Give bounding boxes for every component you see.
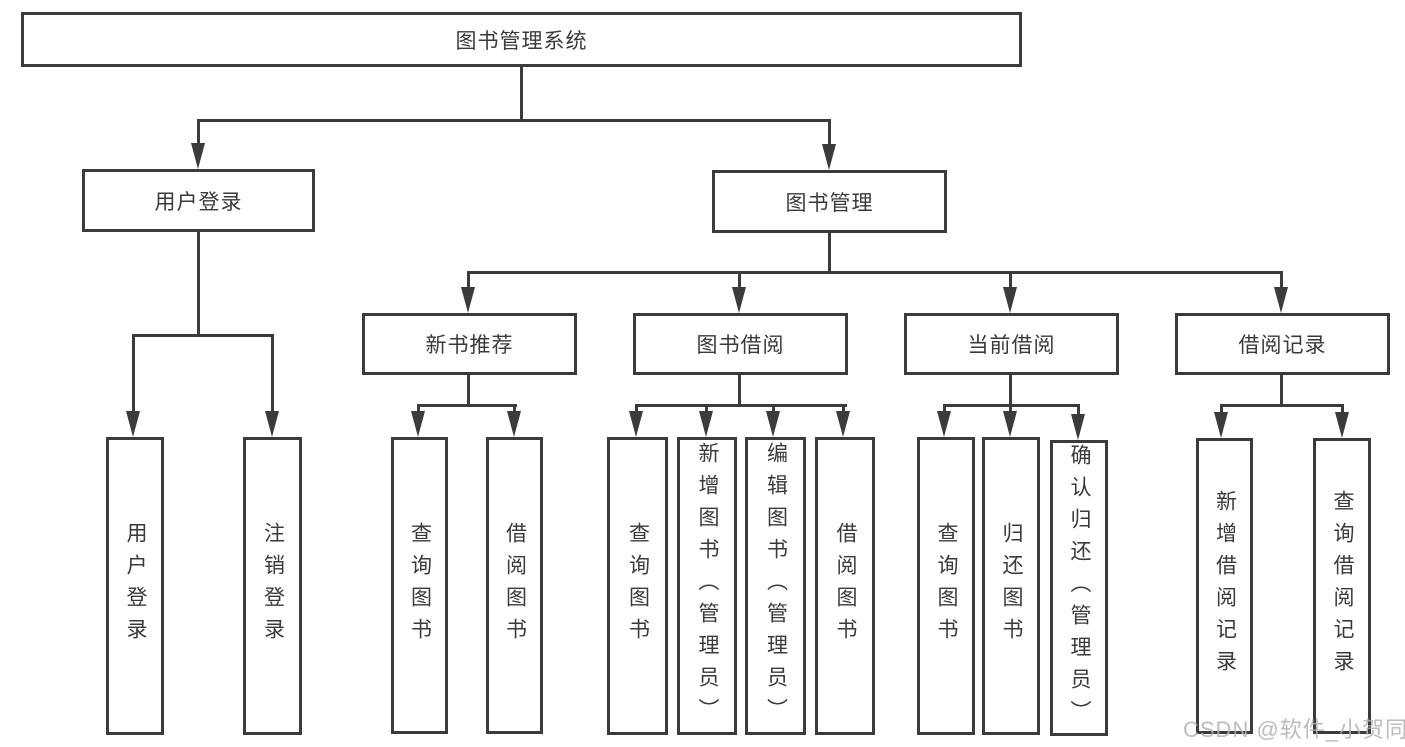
leaf-borrow-books-recommend-label: 借阅图书: [503, 521, 527, 650]
connector-line: [1341, 404, 1344, 414]
connector-line: [513, 404, 516, 413]
connector-line: [467, 271, 470, 289]
node-current-borrowing: 当前借阅: [904, 313, 1119, 375]
node-user-login: 用户登录: [82, 169, 315, 232]
leaf-edit-books-admin: 编辑图书（管理员）: [745, 437, 806, 735]
connector-line: [828, 233, 831, 273]
leaf-return-books: 归还图书: [982, 437, 1040, 735]
connector-line: [772, 404, 775, 413]
connector-line: [828, 119, 831, 148]
arrowhead-down-icon: [411, 411, 425, 437]
connector-line: [1009, 375, 1012, 406]
connector-line: [842, 404, 845, 413]
leaf-query-books-recommend: 查询图书: [391, 437, 448, 734]
leaf-return-books-label: 归还图书: [1000, 522, 1024, 650]
leaf-user-login-label: 用户登录: [124, 522, 148, 650]
connector-line: [1009, 271, 1012, 289]
connector-line: [1009, 404, 1012, 413]
connector-line: [1220, 404, 1223, 414]
leaf-add-borrow-record: 新增借阅记录: [1196, 438, 1253, 734]
leaf-add-books-admin-label: 新增图书（管理员）: [696, 442, 720, 730]
leaf-confirm-return-admin-label: 确认归还（管理员）: [1068, 444, 1092, 732]
leaf-logout-label: 注销登录: [261, 522, 285, 650]
leaf-query-books-borrowing-label: 查询图书: [626, 522, 650, 650]
connector-line: [635, 404, 847, 407]
connector-line: [417, 404, 517, 407]
node-library-system: 图书管理系统: [21, 12, 1022, 67]
leaf-query-books-current: 查询图书: [917, 437, 975, 735]
connector-line: [1077, 404, 1080, 415]
leaf-borrow-books-recommend: 借阅图书: [486, 437, 543, 734]
connector-line: [1220, 404, 1344, 407]
connector-line: [520, 67, 523, 120]
arrowhead-down-icon: [1071, 414, 1085, 440]
leaf-borrow-books-label: 借阅图书: [834, 522, 858, 650]
arrowhead-down-icon: [1335, 412, 1349, 438]
arrowhead-down-icon: [699, 411, 713, 437]
connector-line: [738, 271, 741, 289]
connector-line: [467, 271, 1283, 274]
leaf-add-books-admin: 新增图书（管理员）: [677, 437, 737, 735]
connector-line: [271, 334, 274, 414]
arrowhead-down-icon: [937, 411, 951, 437]
node-new-book-recommendation: 新书推荐: [362, 313, 577, 375]
leaf-query-books-recommend-label: 查询图书: [408, 521, 432, 650]
leaf-edit-books-admin-label: 编辑图书（管理员）: [764, 442, 788, 730]
leaf-query-borrow-record: 查询借阅记录: [1313, 438, 1371, 734]
arrowhead-down-icon: [1003, 287, 1017, 313]
arrowhead-down-icon: [766, 411, 780, 437]
arrowhead-down-icon: [265, 411, 279, 437]
leaf-query-books-current-label: 查询图书: [935, 522, 959, 650]
connector-line: [943, 404, 946, 413]
node-book-management: 图书管理: [712, 170, 947, 233]
leaf-confirm-return-admin: 确认归还（管理员）: [1050, 440, 1108, 736]
leaf-user-login: 用户登录: [106, 437, 164, 735]
arrowhead-down-icon: [461, 287, 475, 313]
watermark: CSDN @软件_小贺同学: [1183, 717, 1405, 742]
connector-line: [197, 119, 831, 122]
arrowhead-down-icon: [1003, 411, 1017, 437]
connector-line: [197, 232, 200, 337]
arrowhead-down-icon: [732, 287, 746, 313]
arrowhead-down-icon: [1214, 412, 1228, 438]
connector-line: [132, 334, 274, 337]
arrowhead-down-icon: [629, 411, 643, 437]
connector-line: [705, 404, 708, 413]
arrowhead-down-icon: [191, 143, 205, 169]
connector-line: [1280, 375, 1283, 406]
leaf-add-borrow-record-label: 新增借阅记录: [1213, 490, 1237, 682]
leaf-query-books-borrowing: 查询图书: [607, 437, 668, 735]
leaf-logout: 注销登录: [243, 437, 302, 735]
arrowhead-down-icon: [822, 144, 836, 170]
arrowhead-down-icon: [507, 411, 521, 437]
connector-line: [738, 375, 741, 406]
node-book-borrowing: 图书借阅: [633, 313, 848, 375]
arrowhead-down-icon: [1274, 287, 1288, 313]
connector-line: [635, 404, 638, 413]
connector-line: [417, 404, 420, 413]
node-borrowing-records: 借阅记录: [1175, 313, 1390, 375]
connector-line: [1280, 271, 1283, 289]
leaf-borrow-books: 借阅图书: [815, 437, 875, 735]
arrowhead-down-icon: [836, 411, 850, 437]
connector-line: [132, 334, 135, 414]
leaf-query-borrow-record-label: 查询借阅记录: [1331, 490, 1355, 682]
connector-line: [197, 119, 200, 147]
arrowhead-down-icon: [126, 411, 140, 437]
connector-line: [467, 375, 470, 406]
